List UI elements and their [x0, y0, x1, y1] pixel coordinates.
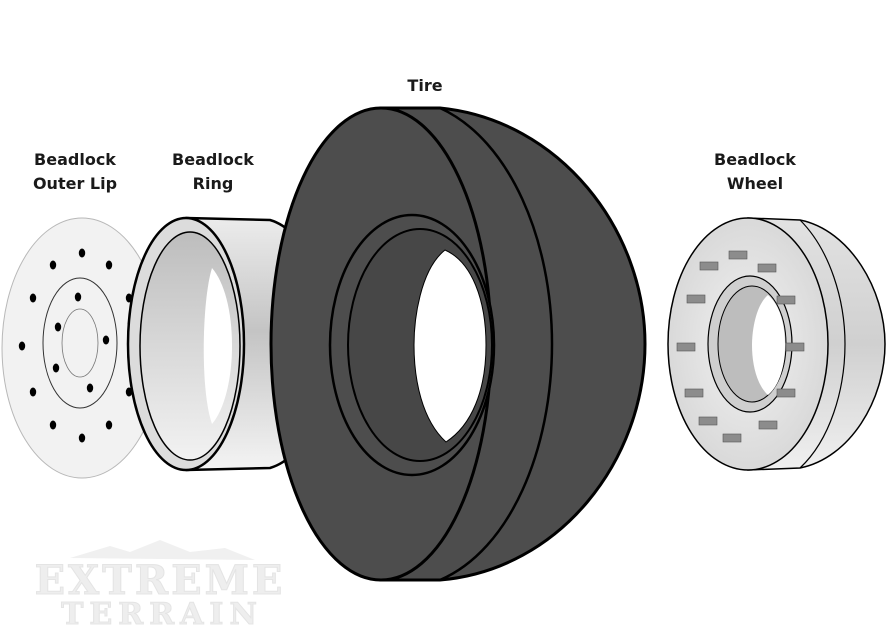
- grip-block: [698, 416, 718, 426]
- bolt-hole: [78, 248, 86, 258]
- grip-block: [699, 261, 719, 271]
- label-beadlock-wheel: Beadlock Wheel: [685, 148, 825, 196]
- beadlock-outer-lip: [1, 217, 163, 479]
- bolt-hole: [29, 387, 37, 397]
- beadlock-wheel: [667, 217, 886, 471]
- tire: [269, 106, 647, 582]
- grip-block: [684, 388, 704, 398]
- label-ring-line-1: Beadlock: [172, 150, 254, 169]
- label-beadlock-outer-lip: Beadlock Outer Lip: [10, 148, 140, 196]
- bolt-hole: [52, 363, 60, 373]
- bolt-hole: [18, 341, 26, 351]
- grip-block: [757, 263, 777, 273]
- grip-block: [776, 388, 796, 398]
- label-beadlock-ring: Beadlock Ring: [148, 148, 278, 196]
- bolt-hole: [86, 383, 94, 393]
- bolt-hole: [102, 335, 110, 345]
- label-outer-lip-line-1: Beadlock: [34, 150, 116, 169]
- grip-block: [758, 420, 778, 430]
- bolt-hole: [29, 293, 37, 303]
- label-wheel-line-2: Wheel: [726, 174, 784, 193]
- label-tire: Tire: [370, 74, 480, 98]
- label-outer-lip-line-2: Outer Lip: [32, 174, 118, 193]
- grip-block: [728, 250, 748, 260]
- grip-block: [785, 342, 805, 352]
- label-tire-line-1: Tire: [407, 76, 443, 95]
- grip-block: [676, 342, 696, 352]
- bolt-hole: [49, 420, 57, 430]
- grip-block: [686, 294, 706, 304]
- bolt-hole: [49, 260, 57, 270]
- grip-block: [722, 433, 742, 443]
- label-wheel-line-1: Beadlock: [714, 150, 796, 169]
- bolt-hole: [54, 322, 62, 332]
- bolt-hole: [78, 433, 86, 443]
- grip-block: [776, 295, 796, 305]
- wheel-grip-blocks: [676, 250, 805, 443]
- bolt-hole: [74, 292, 82, 302]
- label-ring-line-2: Ring: [192, 174, 234, 193]
- bolt-hole: [105, 260, 113, 270]
- bolt-hole: [105, 420, 113, 430]
